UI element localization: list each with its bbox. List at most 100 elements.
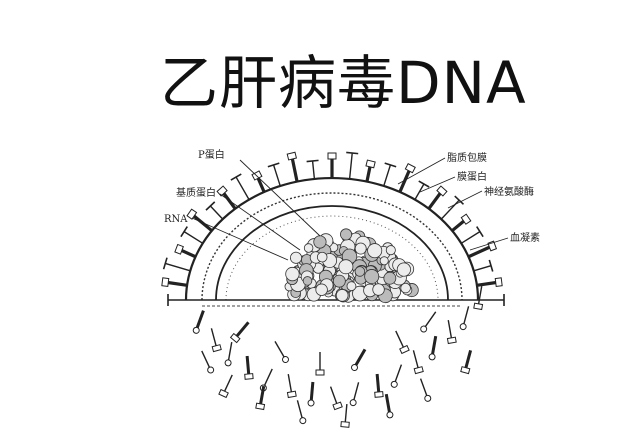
rna-bead xyxy=(396,262,411,277)
detached-spike xyxy=(395,330,410,355)
rna-bead xyxy=(383,271,397,285)
spike xyxy=(286,151,299,182)
detached-spike xyxy=(255,385,266,411)
leader-p-protein xyxy=(239,159,321,237)
detached-spike xyxy=(329,386,343,411)
leader-matrix-protein xyxy=(219,193,301,251)
envelope-middle-line xyxy=(201,192,463,301)
detached-spike xyxy=(390,364,403,388)
spike xyxy=(460,226,484,244)
detached-spike xyxy=(351,348,367,372)
matrix-layer-line xyxy=(225,215,439,301)
rna-bead xyxy=(354,266,366,277)
detached-spike xyxy=(259,368,273,392)
rna-bead xyxy=(372,283,385,296)
spike xyxy=(346,151,359,179)
detached-spike xyxy=(192,310,205,334)
rna-bead xyxy=(335,289,349,302)
rna-bead xyxy=(346,281,357,292)
detached-spike xyxy=(218,374,233,399)
label-matrix-protein: 基质蛋白 xyxy=(176,186,216,199)
spike xyxy=(427,185,448,210)
rna-bead xyxy=(303,243,314,253)
rna-bead xyxy=(385,245,396,256)
detached-spike xyxy=(307,381,315,407)
spike xyxy=(327,152,337,178)
spike xyxy=(451,213,472,232)
rna-bead xyxy=(354,242,367,255)
detached-spike xyxy=(210,328,222,353)
detached-spike xyxy=(349,382,360,407)
rna-bead xyxy=(302,276,313,286)
detached-spike xyxy=(460,349,473,375)
detached-spike xyxy=(340,403,350,428)
rna-bead xyxy=(338,259,354,275)
detached-spike xyxy=(446,320,457,345)
leader-lines xyxy=(191,157,509,261)
rna-bead xyxy=(313,235,327,249)
detached-spike xyxy=(244,355,254,380)
detached-spike xyxy=(459,306,470,331)
detached-spike xyxy=(428,335,438,361)
spike xyxy=(365,159,376,182)
rna-bead xyxy=(340,228,353,241)
detached-spike xyxy=(374,373,384,398)
spike xyxy=(306,159,319,179)
leader-rna xyxy=(191,217,289,261)
rna-bead xyxy=(289,251,303,264)
spike xyxy=(174,243,197,259)
spike xyxy=(414,180,430,200)
spike xyxy=(383,162,397,187)
detached-spike xyxy=(274,340,289,364)
label-lipid-envelope: 脂质包膜 xyxy=(447,151,487,164)
rna-bead xyxy=(285,266,300,282)
spike xyxy=(216,185,237,210)
detached-spike xyxy=(384,393,394,419)
detached-spike xyxy=(412,350,424,375)
detached-spike xyxy=(420,311,437,333)
spike xyxy=(230,173,250,200)
spike xyxy=(478,294,505,306)
viral-envelope xyxy=(184,176,480,307)
detached-spike xyxy=(224,342,233,367)
spike xyxy=(180,226,204,244)
rna-bead xyxy=(367,243,383,259)
rna-nucleocapsid-cluster xyxy=(284,228,419,304)
spike xyxy=(205,201,224,220)
label-rna: RNA xyxy=(164,214,188,225)
label-neuraminidase: 神经氨酸酶 xyxy=(484,185,534,198)
spike xyxy=(476,277,503,288)
rna-bead xyxy=(400,282,411,294)
spike xyxy=(186,208,213,232)
detached-spike xyxy=(201,350,215,374)
label-p-protein: P蛋白 xyxy=(198,148,225,161)
rna-bead xyxy=(332,274,346,288)
leader-neuraminidase xyxy=(447,190,483,209)
envelope-outer-line xyxy=(184,176,480,301)
leader-hemagglutinin xyxy=(469,237,509,251)
rna-bead xyxy=(315,283,328,296)
rna-bead xyxy=(364,269,380,284)
envelope-inner-line xyxy=(215,205,449,301)
rna-bead xyxy=(316,251,328,263)
leader-membrane-protein xyxy=(419,176,456,193)
detached-spike xyxy=(419,378,432,402)
spike xyxy=(162,257,191,272)
label-hemagglutinin: 血凝素 xyxy=(510,231,540,244)
rna-bead xyxy=(379,256,389,266)
spike xyxy=(267,162,281,187)
detached-spike xyxy=(229,321,250,344)
label-membrane-protein: 膜蛋白 xyxy=(457,170,487,183)
spike xyxy=(161,277,188,288)
spike xyxy=(398,162,416,193)
detached-spike xyxy=(286,374,297,399)
diagram-title: 乙肝病毒DNA xyxy=(160,49,527,117)
detached-spike xyxy=(473,286,484,311)
detached-spike xyxy=(315,352,325,376)
leader-lipid-envelope xyxy=(397,157,446,185)
spike xyxy=(440,195,465,220)
spike xyxy=(473,259,494,272)
detached-spike xyxy=(296,400,307,425)
spike xyxy=(167,294,186,306)
